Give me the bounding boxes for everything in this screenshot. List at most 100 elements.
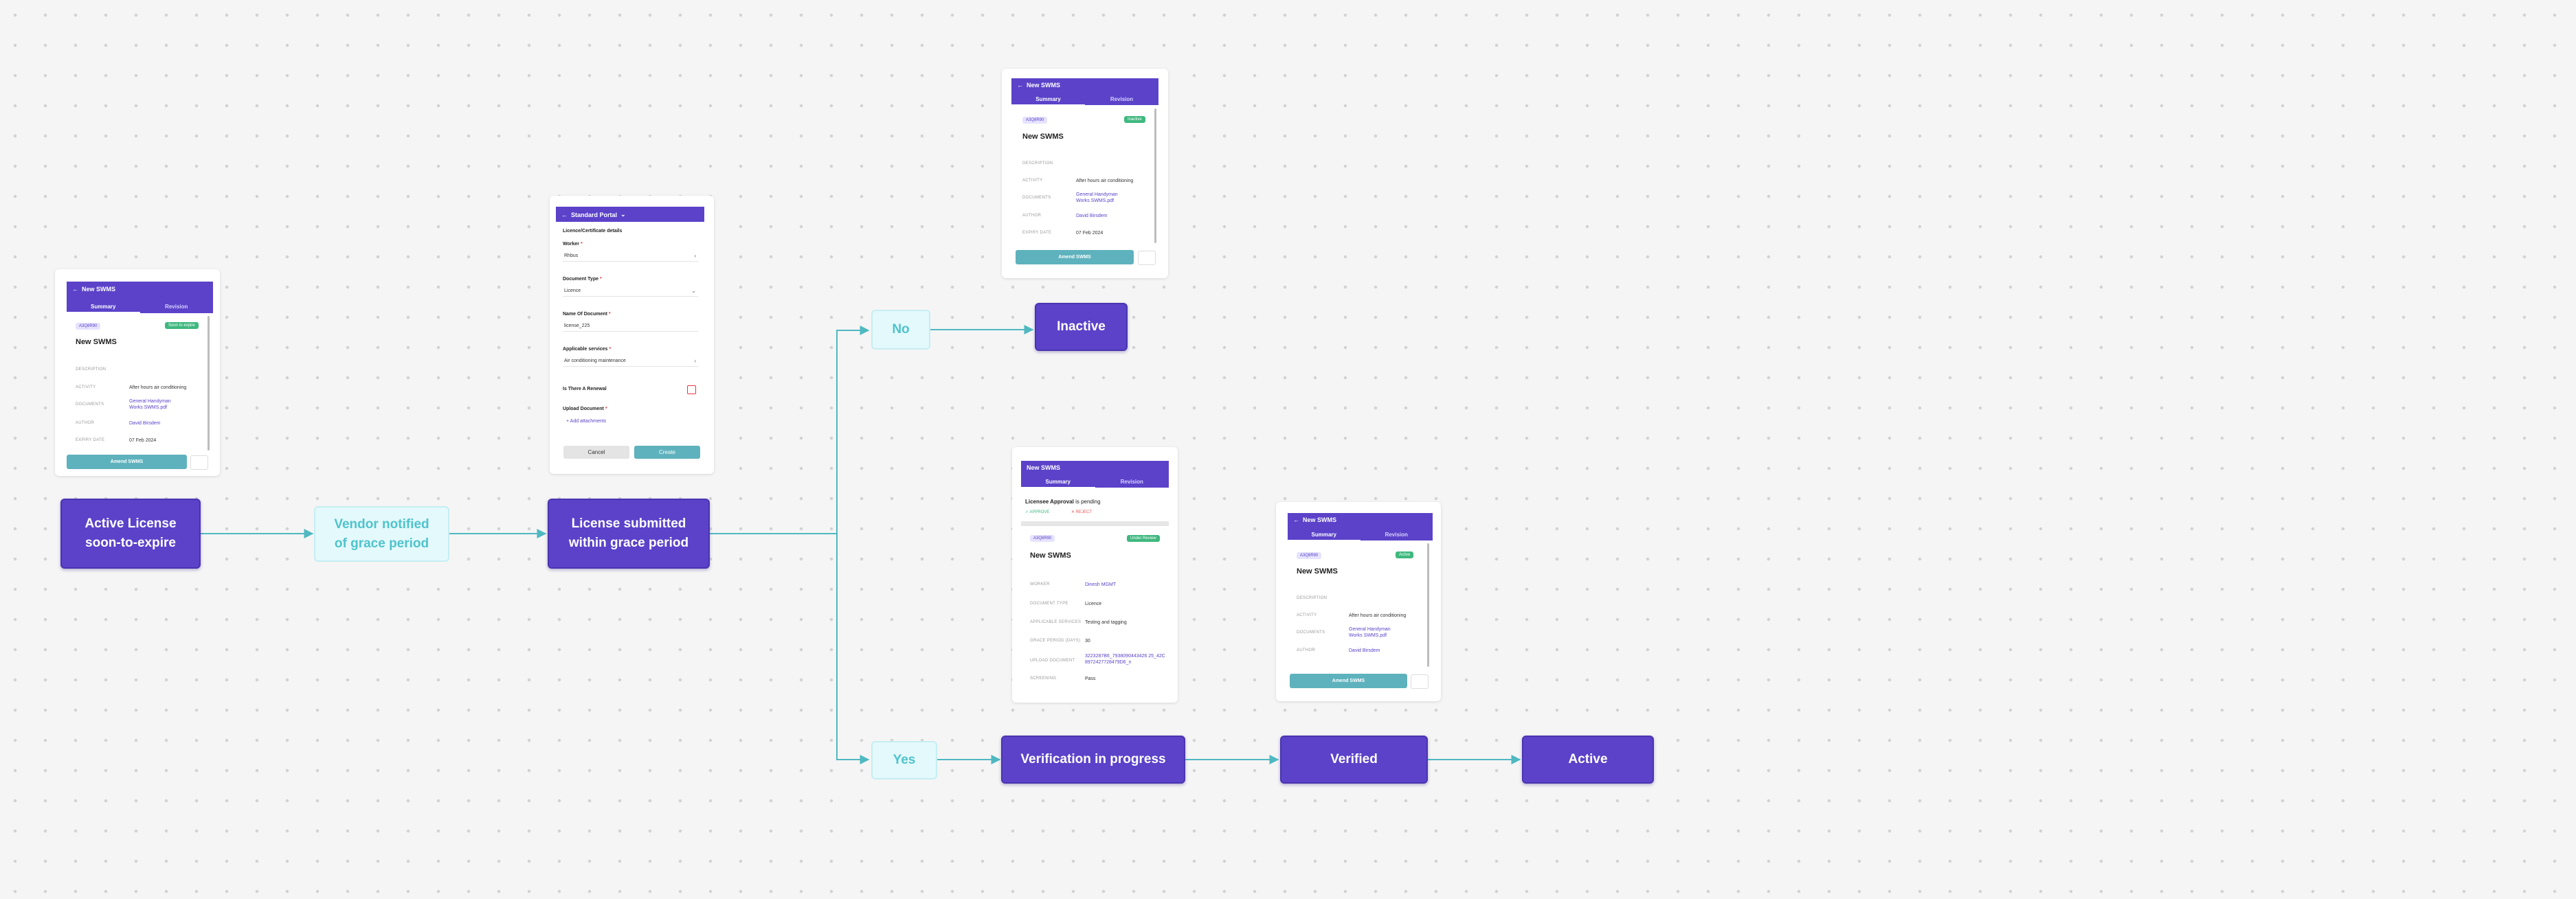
swms-card-verified: ←New SWMS Summary Revision A3Q8R90 Activ… (1276, 502, 1441, 701)
doc-name-label-text: Name Of Document (563, 312, 607, 317)
mock-header: ←Standard Portal⌄ (556, 207, 704, 222)
tab-revision[interactable]: Revision (1385, 532, 1408, 538)
renewal-checkbox[interactable] (687, 385, 696, 394)
scrollbar[interactable] (1427, 543, 1429, 667)
row-label: ACTIVITY (1022, 179, 1043, 183)
status-badge: Soon to expire (165, 322, 199, 329)
reject-button[interactable]: ✕ REJECT (1071, 510, 1092, 514)
mock-title: New SWMS (76, 338, 117, 346)
chevron-down-icon[interactable]: ⌄ (620, 211, 626, 218)
mock-title: New SWMS (1297, 567, 1338, 576)
amend-swms-button[interactable]: Amend SWMS (67, 455, 187, 469)
applicable-services-field[interactable]: Air conditioning maintenance› (563, 355, 698, 367)
tab-summary[interactable]: Summary (1288, 532, 1360, 541)
node-inactive[interactable]: Inactive (1035, 303, 1128, 351)
mock-header-title: New SWMS (82, 286, 116, 293)
more-button[interactable] (1411, 674, 1429, 689)
author-link[interactable]: David Birsdem (129, 421, 161, 426)
row-label: EXPIRY DATE (76, 438, 105, 442)
row-value: 30 (1085, 639, 1090, 644)
node-label: License submitted within grace period (568, 516, 689, 550)
id-badge: A3Q8R90 (1022, 117, 1048, 124)
row-label: SCREENING (1030, 676, 1057, 681)
mock-header: ← New SWMS Summary Revision (1288, 513, 1433, 541)
mock-header: ←New SWMS Summary Revision (1011, 78, 1158, 106)
tab-summary[interactable]: Summary (1011, 96, 1085, 106)
node-label: Vendor notified of grace period (334, 516, 429, 551)
renewal-label: Is There A Renewal (563, 387, 607, 391)
mock-header-title: New SWMS (1303, 516, 1337, 523)
swms-card-inactive: ←New SWMS Summary Revision A3Q8R90 Inact… (1002, 69, 1168, 278)
row-label: DOCUMENT TYPE (1030, 602, 1068, 606)
node-label: Inactive (1057, 319, 1106, 334)
swms-card-soon-to-expire: ← New SWMS Summary Revision A3Q8R90 Soon … (55, 269, 220, 476)
document-link[interactable]: General Handyman Works SWMS.pdf (129, 399, 171, 410)
author-link[interactable]: David Birsdem (1349, 648, 1380, 653)
approve-button[interactable]: ✓ APPROVE (1025, 510, 1049, 514)
upload-label-text: Upload Document (563, 407, 604, 411)
document-link[interactable]: General Handyman Works SWMS.pdf (1076, 192, 1118, 203)
row-label: AUTHOR (1297, 648, 1316, 652)
cancel-button[interactable]: Cancel (563, 446, 629, 459)
node-vendor-notified[interactable]: Vendor notified of grace period (314, 506, 449, 562)
back-arrow-icon[interactable]: ← (1017, 82, 1023, 89)
row-value: 07 Feb 2024 (1076, 231, 1104, 236)
node-label: Active License soon-to-expire (85, 516, 177, 550)
node-verification-in-progress[interactable]: Verification in progress (1001, 736, 1185, 784)
worker-value: Rhbus (564, 253, 579, 258)
node-yes[interactable]: Yes (871, 741, 937, 779)
add-attachments-link[interactable]: + Add attachments (566, 419, 607, 424)
worker-label-text: Worker (563, 242, 579, 247)
worker-link[interactable]: Dinesh MGMT (1085, 582, 1117, 587)
row-value: After hours air conditioning (1349, 613, 1407, 618)
tab-summary[interactable]: Summary (1021, 479, 1095, 488)
doc-type-value: Licence (564, 288, 581, 293)
row-label: AUTHOR (76, 421, 95, 425)
author-link[interactable]: David Birsdem (1076, 214, 1108, 218)
upload-document-link[interactable]: 3223287B6_7938090443426 25_42C8972427728… (1085, 654, 1165, 665)
worker-field[interactable]: Rhbus› (563, 250, 698, 262)
tab-revision[interactable]: Revision (1110, 96, 1134, 102)
node-label: Yes (893, 753, 916, 767)
more-button[interactable] (1138, 251, 1156, 265)
chevron-right-icon: › (694, 358, 696, 364)
approval-status: Licensee Approval is pending (1025, 499, 1101, 505)
row-label: AUTHOR (1022, 214, 1042, 218)
back-arrow-icon[interactable]: ← (1293, 516, 1299, 523)
document-type-select[interactable]: Licence⌄ (563, 285, 698, 297)
id-badge: A3Q8R90 (76, 323, 101, 330)
row-label: DESCRIPTION (1297, 596, 1328, 600)
node-no[interactable]: No (871, 310, 930, 350)
scrollbar[interactable] (208, 316, 210, 451)
create-button[interactable]: Create (634, 446, 700, 459)
status-badge: Under Review (1127, 535, 1160, 542)
tab-revision[interactable]: Revision (1120, 479, 1143, 485)
scrollbar[interactable] (1154, 109, 1156, 243)
back-arrow-icon[interactable]: ← (72, 286, 78, 293)
node-verified[interactable]: Verified (1280, 736, 1428, 784)
mock-title: New SWMS (1022, 133, 1064, 141)
check-icon: ✓ (1025, 510, 1029, 514)
arrow-submitted-branch (710, 326, 870, 534)
doc-type-label: Document Type * (563, 277, 602, 282)
node-active[interactable]: Active (1522, 736, 1654, 784)
id-badge: A3Q8R90 (1030, 535, 1055, 542)
node-license-submitted[interactable]: License submitted within grace period (548, 499, 710, 569)
doc-name-value: license_225 (564, 323, 590, 328)
close-icon: ✕ (1071, 510, 1075, 514)
document-name-input[interactable]: license_225 (563, 320, 698, 332)
amend-swms-button[interactable]: Amend SWMS (1016, 250, 1134, 264)
back-arrow-icon[interactable]: ← (561, 211, 568, 218)
mock-header: New SWMS Summary Revision (1021, 461, 1169, 488)
amend-swms-button[interactable]: Amend SWMS (1290, 674, 1407, 688)
row-value: Pass (1085, 676, 1096, 681)
row-label: ACTIVITY (1297, 613, 1317, 617)
tab-summary[interactable]: Summary (67, 304, 140, 313)
swms-card-verification: New SWMS Summary Revision Licensee Appro… (1012, 447, 1178, 703)
tab-revision[interactable]: Revision (165, 304, 188, 310)
node-label: Verified (1330, 752, 1378, 766)
node-active-license[interactable]: Active License soon-to-expire (60, 499, 201, 569)
row-label: ACTIVITY (76, 385, 96, 389)
document-link[interactable]: General Handyman Works SWMS.pdf (1349, 627, 1391, 638)
more-button[interactable] (190, 455, 208, 470)
